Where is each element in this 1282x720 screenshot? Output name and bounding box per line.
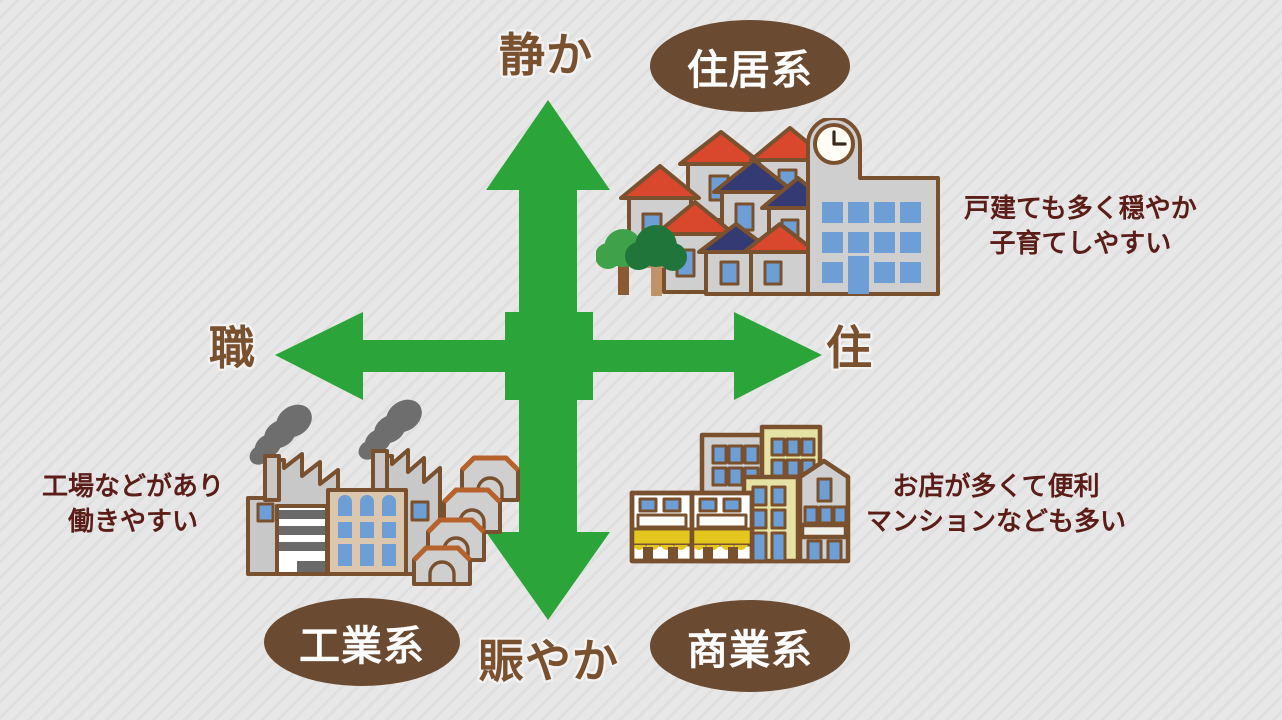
description-commercial: お店が多くて便利 マンションなども多い xyxy=(866,470,1126,540)
factory-main-building xyxy=(326,488,408,576)
office-block xyxy=(275,504,329,576)
description-commercial-line2: マンションなども多い xyxy=(866,507,1127,538)
description-industrial: 工場などがあり 働きやすい xyxy=(42,470,224,540)
description-industrial-line1: 工場などがあり xyxy=(42,472,225,502)
axis-label-quiet: 静か xyxy=(499,28,593,82)
axis-label-lively: 賑やか xyxy=(478,634,619,688)
tag-commercial: 商業系 xyxy=(650,600,850,692)
tree xyxy=(625,225,687,296)
arrow-down xyxy=(486,385,610,620)
tag-industrial-label: 工業系 xyxy=(299,622,425,670)
shop-with-awning xyxy=(689,490,755,564)
tag-industrial: 工業系 xyxy=(264,598,460,686)
axis-label-live: 住 xyxy=(826,321,873,375)
residential-illustration xyxy=(596,118,940,296)
arrow-left xyxy=(275,312,505,400)
smoke-plume xyxy=(358,399,422,460)
arrow-right xyxy=(592,312,822,400)
industrial-illustration xyxy=(246,399,520,586)
shop-with-awning xyxy=(629,490,695,564)
commercial-illustration xyxy=(629,424,851,564)
description-residential: 戸建ても多く穏やか 子育てしやすい xyxy=(964,192,1197,262)
description-industrial-line2: 働きやすい xyxy=(68,507,199,538)
description-commercial-line1: お店が多くて便利 xyxy=(892,472,1100,502)
smoke-plume xyxy=(249,404,312,465)
axis-label-work: 職 xyxy=(209,321,256,375)
school-door xyxy=(848,256,869,294)
tag-commercial-label: 商業系 xyxy=(687,626,813,674)
house-red-roof xyxy=(742,222,818,296)
warehouse xyxy=(412,545,472,586)
tag-residential: 住居系 xyxy=(650,20,850,112)
description-residential-line1: 戸建ても多く穏やか xyxy=(964,194,1197,224)
smokestack xyxy=(263,454,281,502)
axes-center-horz xyxy=(495,340,605,372)
arrow-up xyxy=(486,100,610,330)
school-with-clock xyxy=(806,118,940,296)
description-residential-line2: 子育てしやすい xyxy=(989,229,1172,260)
tag-residential-label: 住居系 xyxy=(687,46,813,94)
gabled-building xyxy=(797,458,851,564)
